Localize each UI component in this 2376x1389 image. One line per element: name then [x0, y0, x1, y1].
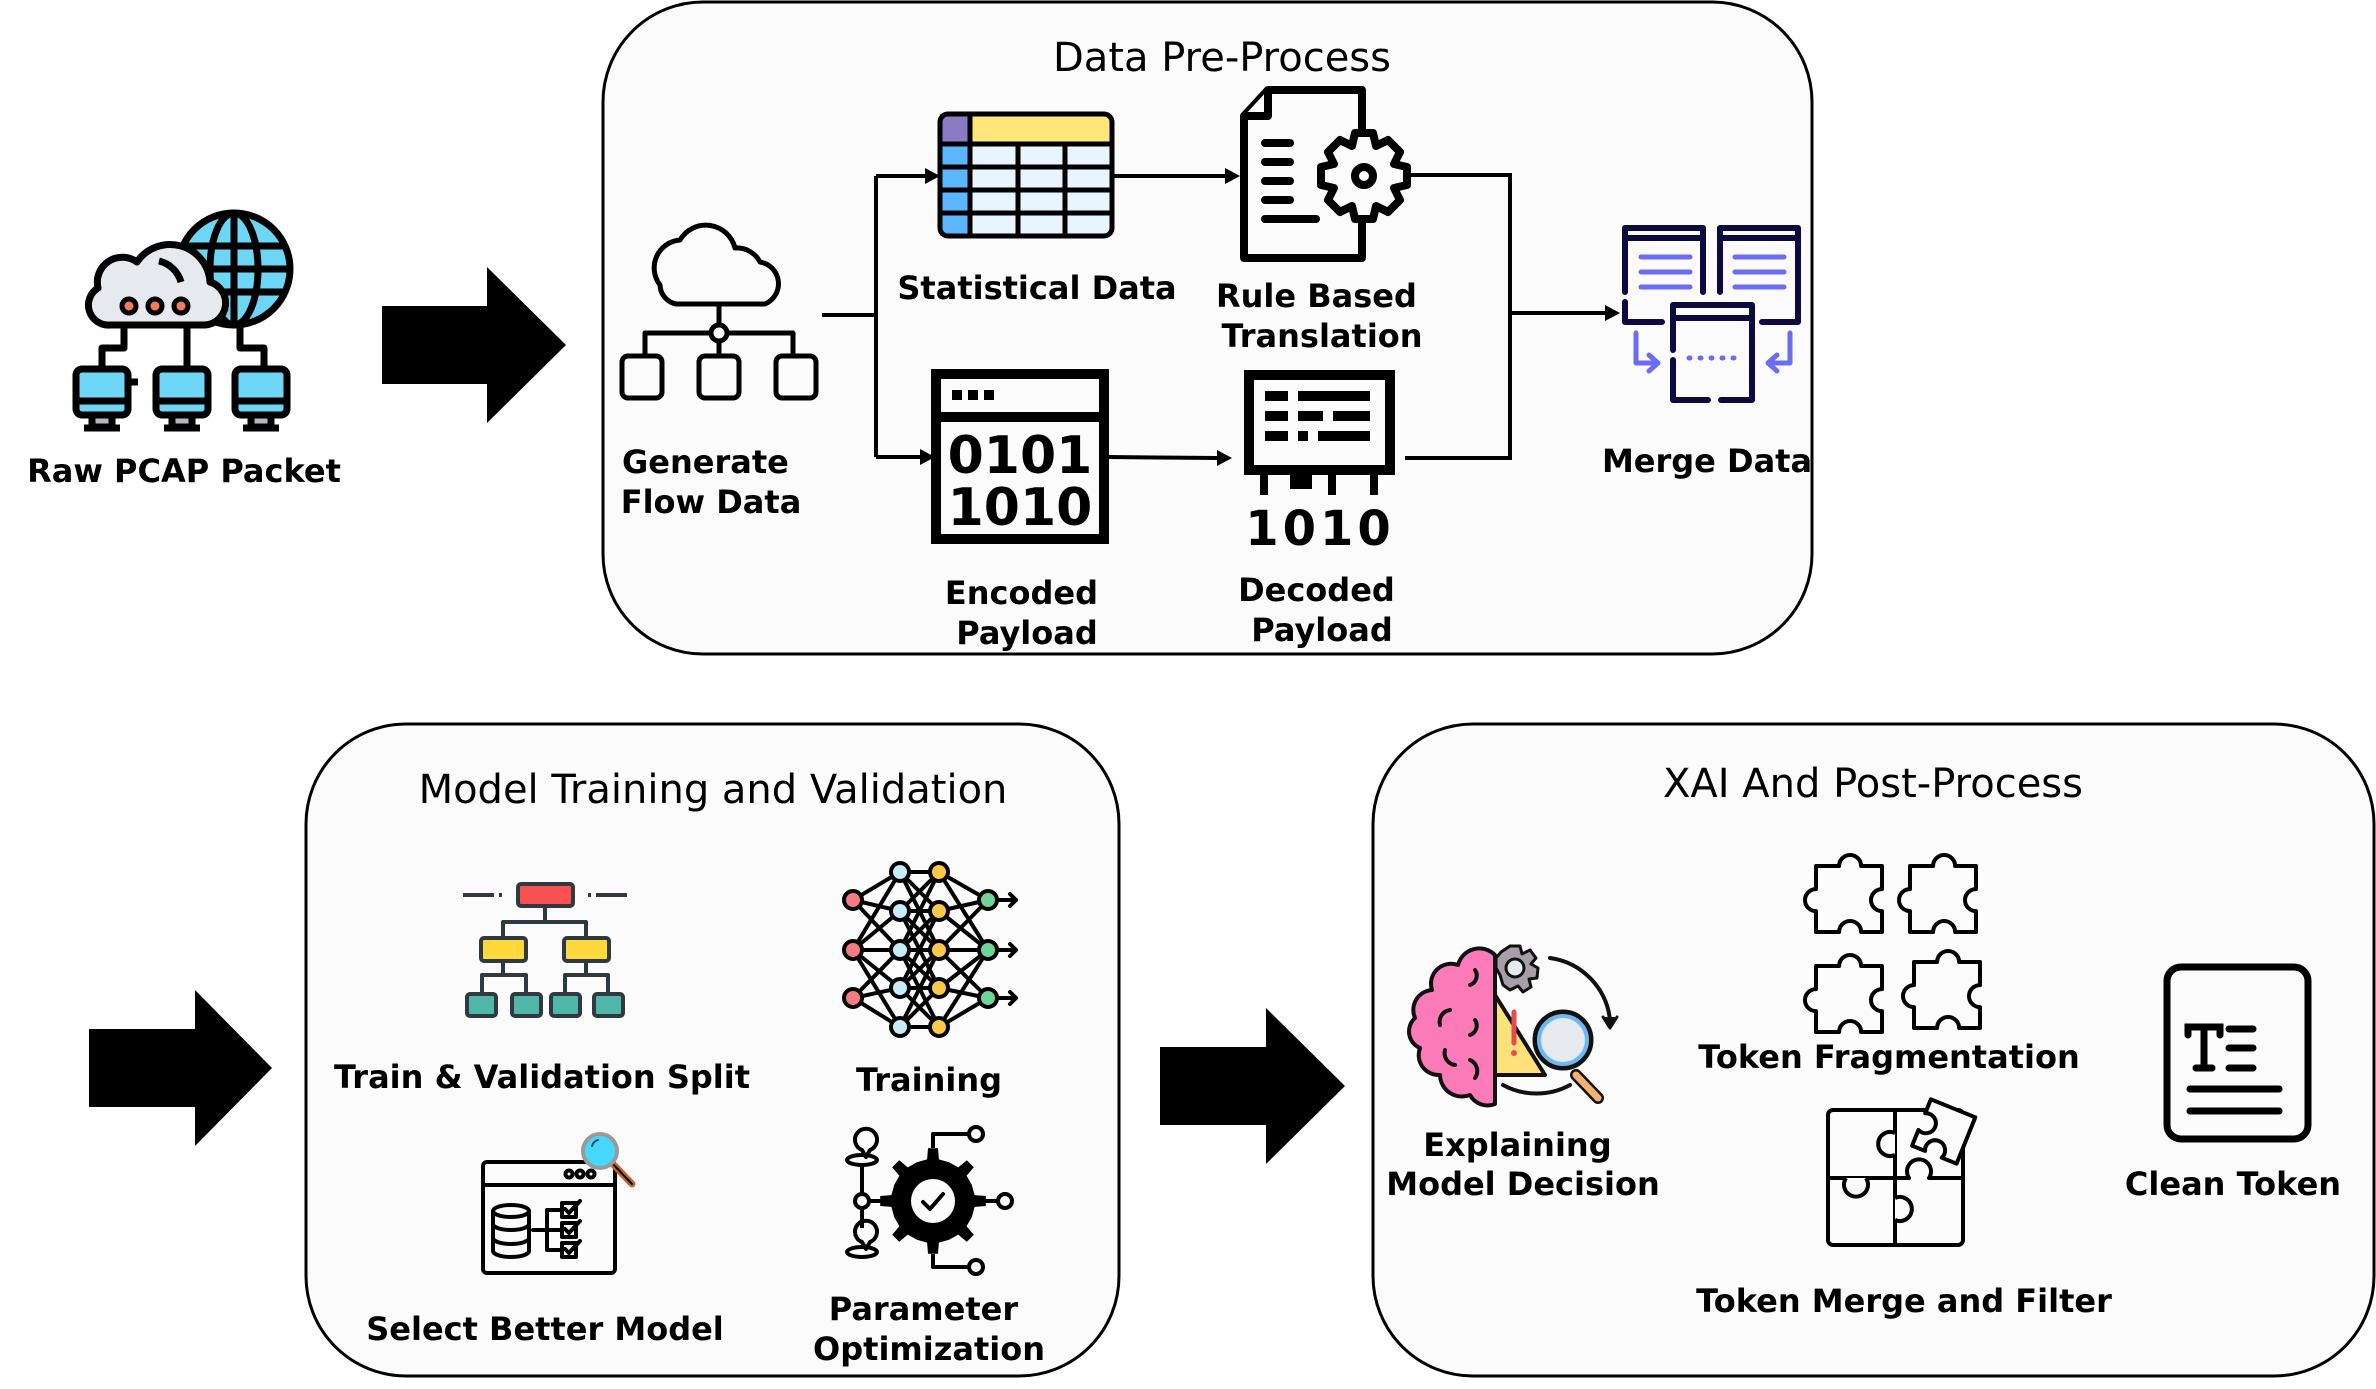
nn-edge	[851, 948, 902, 1000]
raw-pcap-packet-label: Raw PCAP Packet	[27, 452, 341, 490]
nn-edge	[937, 870, 990, 952]
text-document-icon	[2163, 963, 2312, 1143]
nn-edge	[851, 948, 902, 1029]
select-better-model-label: Select Better Model	[366, 1310, 724, 1348]
puzzle-piece	[1803, 953, 1884, 1034]
nn-node	[928, 1016, 950, 1038]
binary-window-icon: 0101 1010	[931, 369, 1109, 544]
cloud-network-icon	[72, 209, 294, 432]
nn-edge	[937, 898, 990, 952]
nn-node	[842, 987, 864, 1009]
nn-edge	[937, 948, 990, 1000]
model-training-title: Model Training and Validation	[419, 767, 1008, 813]
nn-edge	[937, 948, 990, 1029]
data-preprocess-box	[601, 0, 1814, 656]
generate-flow-data-label: Generate Flow Data	[621, 443, 802, 521]
nn-node	[977, 889, 999, 911]
rule-based-translation-label: Rule Based Translation	[1216, 277, 1428, 355]
puzzle-piece	[1897, 853, 1978, 934]
nn-edge	[898, 949, 941, 1028]
gear-check-icon	[845, 1125, 1014, 1276]
nn-node	[928, 861, 950, 883]
merge-data-label: Merge Data	[1602, 442, 1812, 480]
clean-token-label: Clean Token	[2125, 1165, 2341, 1203]
binary-row-1: 0101	[948, 426, 1093, 486]
parameter-optimization-label: Parameter Optimization	[813, 1290, 1045, 1368]
model-training-box	[304, 722, 1121, 1378]
xai-postprocess-box	[1371, 722, 2376, 1378]
puzzle-pieces-icon	[1803, 853, 1982, 1034]
token-fragmentation-label: Token Fragmentation	[1698, 1038, 2079, 1076]
train-validation-split-label: Train & Validation Split	[334, 1058, 750, 1096]
flow-hierarchy-icon	[619, 222, 819, 401]
nn-node	[977, 987, 999, 1009]
puzzle-piece	[1901, 949, 1982, 1030]
binary-row-2: 1010	[948, 478, 1093, 538]
nn-edge	[898, 871, 941, 951]
token-merge-filter-label: Token Merge and Filter	[1696, 1282, 2112, 1320]
merge-documents-icon	[1622, 225, 1801, 403]
nn-node	[928, 977, 950, 999]
nn-node	[928, 939, 950, 961]
nn-node	[889, 900, 911, 922]
explaining-model-decision-label: Explaining Model Decision	[1386, 1126, 1660, 1203]
table-icon	[937, 111, 1115, 239]
nn-node	[842, 939, 864, 961]
database-checklist-icon	[481, 1132, 636, 1275]
nn-node	[928, 900, 950, 922]
puzzle-piece	[1803, 853, 1884, 934]
nn-edge	[851, 898, 902, 952]
nn-node	[889, 977, 911, 999]
stage-arrow-icon	[89, 990, 272, 1146]
nn-edge	[898, 910, 941, 989]
encoded-payload-label: Encoded Payload	[945, 574, 1109, 652]
document-gear-icon	[1240, 86, 1411, 262]
decoded-payload-label: Decoded Payload	[1238, 571, 1406, 649]
training-label: Training	[856, 1061, 1002, 1099]
flow-connectors	[822, 168, 1620, 466]
xai-postprocess-title: XAI And Post-Process	[1663, 761, 2083, 807]
brain-inspect-icon	[1407, 944, 1619, 1108]
neural-network-icon	[842, 861, 1018, 1038]
nn-node	[889, 861, 911, 883]
decoded-text-icon: 1010	[1244, 370, 1395, 557]
binary-decoded: 1010	[1245, 501, 1395, 557]
nn-node	[977, 939, 999, 961]
stage-arrow-icon	[382, 267, 566, 423]
nn-node	[842, 889, 864, 911]
nn-node	[889, 1016, 911, 1038]
data-preprocess-title: Data Pre-Process	[1053, 35, 1391, 81]
statistical-data-label: Statistical Data	[897, 269, 1176, 307]
nn-edge	[851, 870, 902, 952]
nn-node	[889, 939, 911, 961]
tree-split-icon	[463, 882, 627, 1018]
puzzle-merge-icon	[1826, 1097, 1978, 1247]
stage-arrow-icon	[1160, 1008, 1345, 1164]
